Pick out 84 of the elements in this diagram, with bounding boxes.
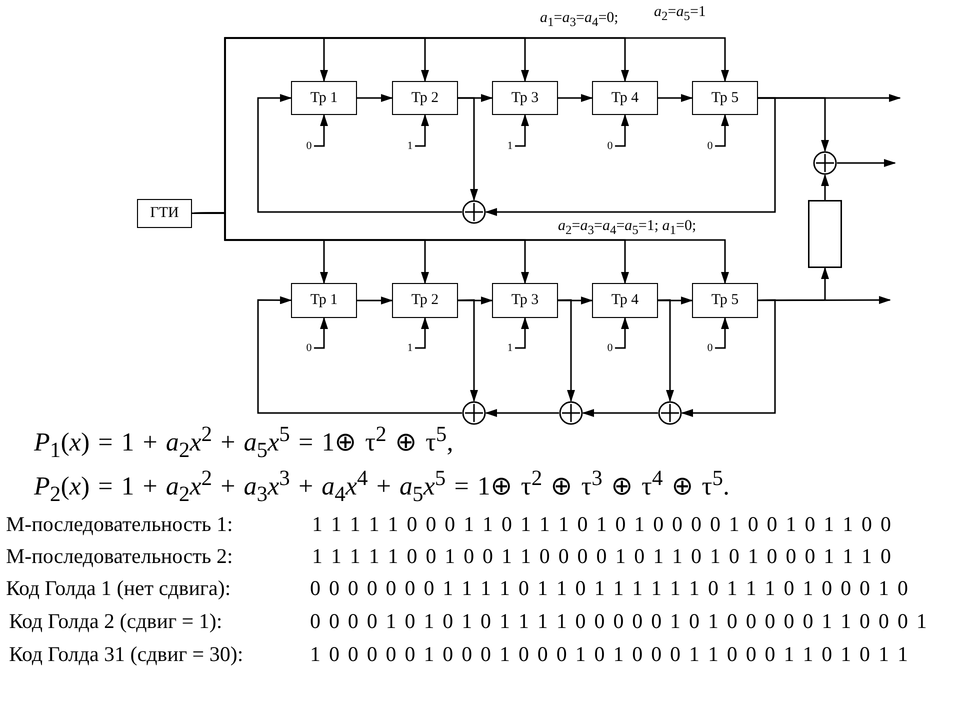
arrow — [458, 299, 478, 402]
sequence-name: Код Голда 1 (нет сдвига): — [6, 576, 231, 601]
bit-sequence: 1 0 0 0 0 0 1 0 0 0 1 0 0 0 1 0 1 0 0 0 1 1 0 0 0 1 1 0 1 0 1 1 — [310, 642, 908, 667]
xor-symbol — [813, 151, 837, 175]
arrow — [582, 409, 658, 417]
initial-value: 1 — [407, 342, 413, 354]
register-label: Тр 4 — [611, 90, 639, 106]
initial-value: 1 — [407, 140, 413, 152]
register-label: Тр 3 — [511, 292, 539, 309]
register-label: Тр 1 — [310, 90, 338, 106]
arrow — [615, 317, 629, 349]
arrow — [314, 317, 328, 349]
bit-sequence: 0 0 0 0 0 0 0 1 1 1 1 0 1 1 0 1 1 1 1 1 1 0 1 1 1 0 1 0 0 0 1 0 — [310, 576, 908, 601]
arrow — [257, 296, 462, 414]
arrow — [458, 97, 478, 201]
initial-value: 0 — [707, 140, 713, 152]
arrow — [357, 94, 393, 102]
arrow — [558, 299, 575, 402]
arrow — [515, 317, 529, 349]
polynomial-formula: P$_{1}$(x) = 1 + a$_{2}$x$^{2}$ + a$_{5}$x$^{5}$ = 1⊕ τ$^{2}$ ⊕ τ$^{5}$, — [34, 422, 454, 463]
register-label: Тр 3 — [511, 90, 539, 106]
register-box — [137, 199, 192, 228]
register-box — [291, 283, 357, 318]
coefficient-note: a$_{1}$=a$_{3}$=a$_{4}$=0; — [540, 10, 618, 30]
sequence-name: М-последовательность 2: — [6, 544, 233, 569]
arrow — [758, 97, 829, 152]
bit-sequence: 1 1 1 1 1 0 0 0 1 1 0 1 1 1 0 1 0 1 0 0 0 0 1 0 0 1 0 1 1 0 0 — [312, 512, 891, 537]
initial-value: 0 — [607, 140, 613, 152]
arrow — [485, 97, 776, 216]
polynomial-formula: P$_{2}$(x) = 1 + a$_{2}$x$^{2}$ + a$_{3}$x$^{3}$ + a$_{4}$x$^{4}$ + a$_{5}$x$^{5}$ = 1⊕ τ$^{2}$ ⊕ τ$^{3}$ ⊕ τ$^{4}$ ⊕ τ$^{5}$. — [34, 466, 730, 507]
coefficient-note: a$_{2}$=a$_{5}$=1 — [654, 4, 706, 24]
register-label: ГТИ — [150, 205, 179, 222]
xor-symbol — [462, 401, 486, 425]
arrow — [357, 296, 393, 304]
arrow — [257, 94, 462, 213]
arrow — [658, 296, 693, 304]
initial-value: 0 — [607, 342, 613, 354]
arrow — [192, 212, 729, 284]
arrow — [485, 409, 559, 417]
initial-value: 1 — [507, 140, 513, 152]
initial-value: 0 — [306, 140, 312, 152]
arrow — [314, 114, 328, 147]
arrow — [715, 114, 729, 147]
delay-box — [808, 200, 842, 268]
register-box — [492, 81, 558, 115]
arrow — [658, 94, 693, 102]
arrow — [658, 299, 674, 402]
register-label: Тр 2 — [411, 90, 439, 106]
xor-symbol — [658, 401, 682, 425]
register-box — [392, 283, 458, 318]
arrow — [458, 296, 493, 304]
register-box — [692, 283, 758, 318]
arrow — [615, 114, 629, 147]
arrow — [681, 299, 776, 417]
arrow — [558, 296, 593, 304]
bit-sequence: 1 1 1 1 1 0 0 1 0 0 1 1 0 0 0 0 1 0 1 1 0 1 0 1 0 0 0 1 1 1 0 — [312, 544, 891, 569]
arrow — [821, 174, 829, 200]
initial-value: 1 — [507, 342, 513, 354]
register-box — [392, 81, 458, 115]
register-label: Тр 1 — [310, 292, 338, 309]
register-box — [592, 81, 658, 115]
register-box — [692, 81, 758, 115]
sequence-name: Код Голда 2 (сдвиг = 1): — [9, 609, 222, 634]
register-box — [492, 283, 558, 318]
arrow — [837, 159, 896, 167]
xor-symbol — [462, 200, 486, 224]
arrow — [558, 94, 593, 102]
sequence-name: Код Голда 31 (сдвиг = 30): — [9, 642, 244, 667]
register-box — [291, 81, 357, 115]
initial-value: 0 — [306, 342, 312, 354]
sequence-name: М-последовательность 1: — [6, 512, 233, 537]
arrow — [715, 317, 729, 349]
arrow — [415, 114, 429, 147]
bit-sequence: 0 0 0 0 1 0 1 0 1 0 1 1 1 1 0 0 0 0 0 1 0 1 0 0 0 0 0 1 1 0 0 0 1 — [310, 609, 927, 634]
register-box — [592, 283, 658, 318]
initial-value: 0 — [707, 342, 713, 354]
xor-symbol — [559, 401, 583, 425]
register-label: Тр 2 — [411, 292, 439, 309]
coefficient-note: a$_{2}$=a$_{3}$=a$_{4}$=a$_{5}$=1; a$_{1}$=0; — [558, 218, 696, 238]
register-label: Тр 5 — [711, 90, 739, 106]
arrow — [415, 317, 429, 349]
register-label: Тр 4 — [611, 292, 639, 309]
register-label: Тр 5 — [711, 292, 739, 309]
arrow — [515, 114, 529, 147]
